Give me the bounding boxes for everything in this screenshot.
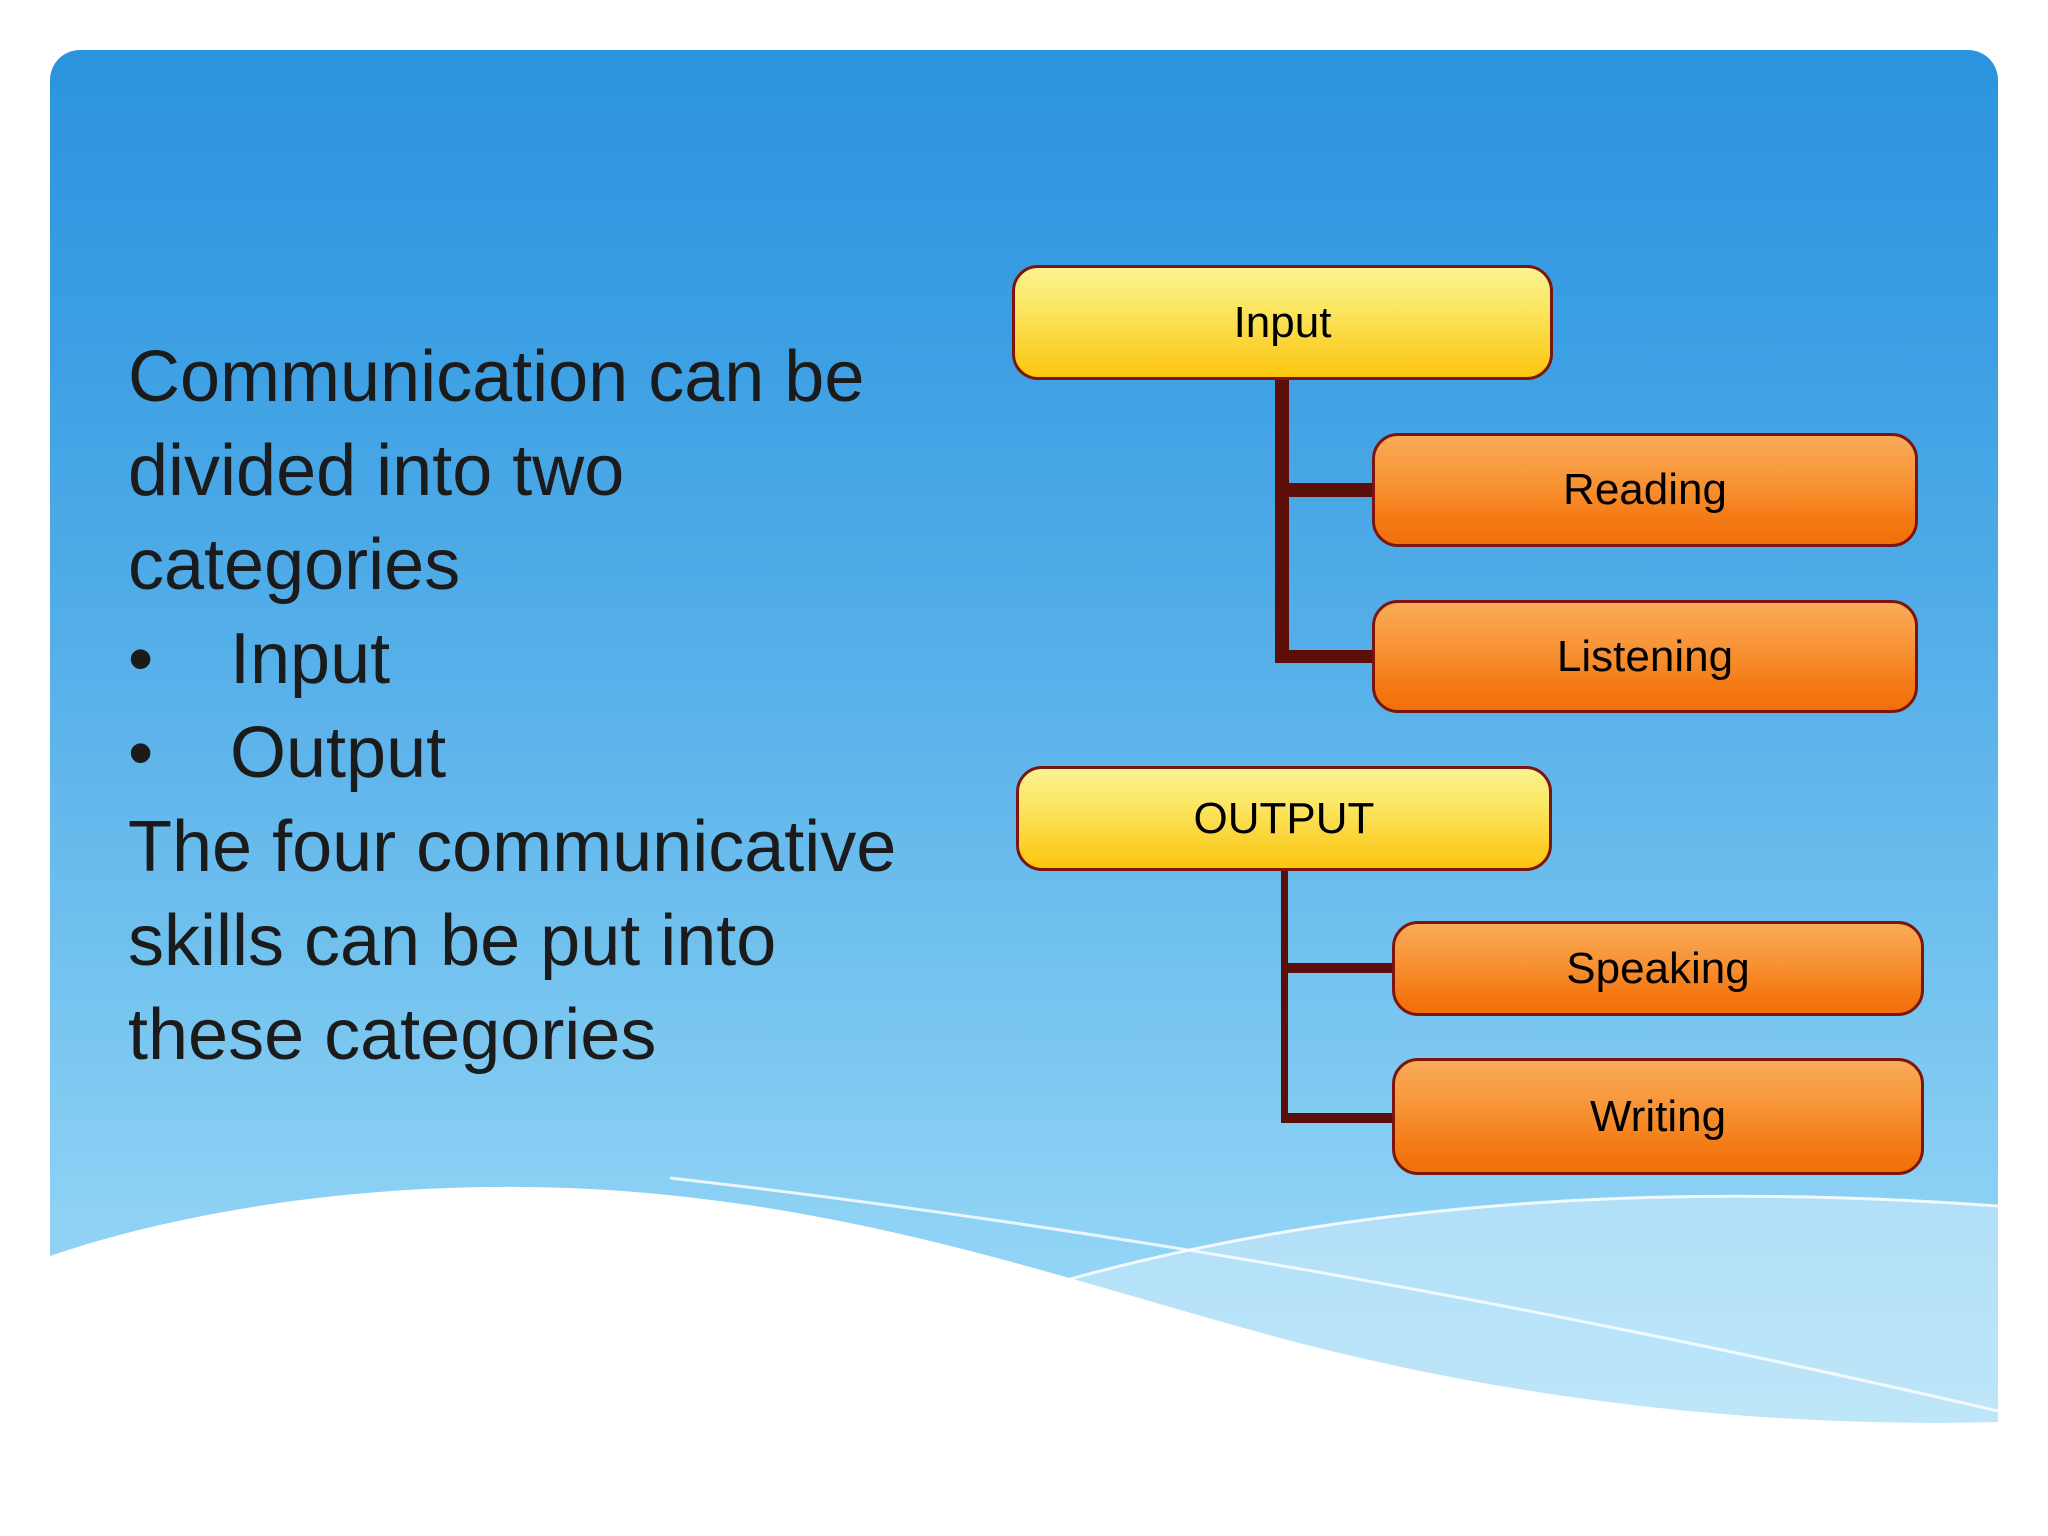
white-wave (50, 1186, 1998, 1486)
bullet-item-input: • Input (128, 612, 896, 706)
connector-output-writing (1284, 1113, 1402, 1123)
node-input-label: Input (1233, 297, 1332, 347)
thin-wave-arc-2 (669, 1176, 1998, 1413)
bullet-label: Output (230, 713, 447, 793)
connector-input-trunk (1275, 378, 1289, 663)
bottom-wave-decoration (50, 1176, 1998, 1486)
connector-output-speaking (1284, 963, 1402, 973)
node-writing-label: Writing (1589, 1091, 1727, 1141)
body-text-block: Communication can be divided into two ca… (128, 330, 896, 1082)
bullet-label: Input (230, 619, 391, 699)
node-listening: Listening (1372, 600, 1918, 713)
connector-input-listening (1275, 650, 1382, 663)
bullet-icon: • (128, 713, 154, 793)
text-line: categories (128, 525, 461, 605)
node-listening-label: Listening (1556, 631, 1734, 681)
slide-background: Communication can be divided into two ca… (50, 50, 1998, 1486)
node-output: OUTPUT (1016, 766, 1552, 871)
node-reading: Reading (1372, 433, 1918, 547)
bullet-icon: • (128, 619, 154, 699)
node-input: Input (1012, 265, 1553, 380)
bullet-item-output: • Output (128, 706, 896, 800)
text-line: The four communicative (128, 807, 897, 887)
node-writing: Writing (1392, 1058, 1924, 1175)
node-speaking: Speaking (1392, 921, 1924, 1016)
text-line: divided into two (128, 431, 625, 511)
node-speaking-label: Speaking (1566, 943, 1750, 993)
node-reading-label: Reading (1563, 465, 1727, 514)
text-line: Communication can be (128, 337, 865, 417)
connector-input-reading (1282, 483, 1382, 497)
text-line: skills can be put into (128, 901, 777, 981)
node-output-label: OUTPUT (1193, 793, 1375, 843)
text-line: these categories (128, 995, 657, 1075)
connector-output-trunk (1281, 869, 1288, 1123)
